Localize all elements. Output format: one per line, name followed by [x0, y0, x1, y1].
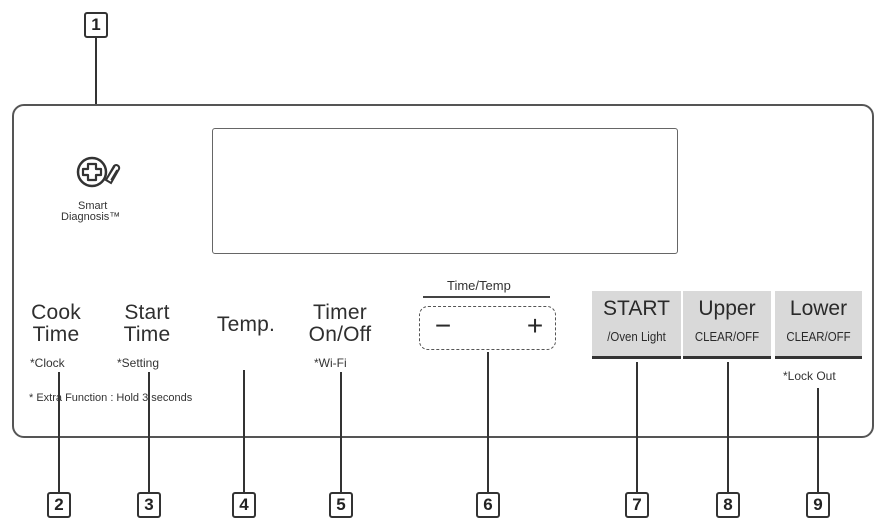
start-button[interactable]: START /Oven Light	[592, 291, 681, 359]
start-time-line2: Time	[123, 323, 171, 346]
upper-clear-off-button[interactable]: Upper CLEAR/OFF	[683, 291, 771, 359]
callout-7-leader	[636, 362, 638, 492]
start-time-button[interactable]: Start Time	[113, 302, 181, 346]
timer-line2: On/Off	[308, 323, 372, 346]
start-time-line1: Start	[124, 301, 170, 324]
minus-button[interactable]: −	[434, 310, 452, 341]
timer-line1: Timer	[313, 301, 367, 324]
upper-button-small: CLEAR/OFF	[694, 329, 760, 344]
smart-diagnosis-label-line2: Diagnosis™	[61, 211, 121, 223]
time-temp-label: Time/Temp	[447, 278, 511, 293]
cook-time-line1: Cook	[31, 301, 81, 324]
callout-1-leader	[95, 38, 97, 158]
callout-2: 2	[47, 492, 71, 518]
timer-sub: *Wi-Fi	[314, 356, 347, 370]
callout-9-leader	[817, 388, 819, 492]
lower-button-main: Lower	[789, 297, 848, 320]
smart-diagnosis-icon[interactable]	[68, 150, 128, 200]
callout-3: 3	[137, 492, 161, 518]
callout-8: 8	[716, 492, 740, 518]
start-button-main: START	[603, 297, 670, 320]
callout-4: 4	[232, 492, 256, 518]
callout-5: 5	[329, 492, 353, 518]
time-temp-underline	[423, 296, 550, 298]
start-button-small: /Oven Light	[607, 329, 666, 344]
callout-1: 1	[84, 12, 108, 38]
temp-button[interactable]: Temp.	[216, 313, 276, 336]
upper-button-main: Upper	[698, 297, 756, 320]
time-temp-pad	[419, 306, 556, 350]
cook-time-button[interactable]: Cook Time	[24, 302, 88, 346]
cook-time-sub: *Clock	[30, 356, 65, 370]
control-panel	[12, 104, 874, 438]
cook-time-line2: Time	[32, 323, 80, 346]
display-window	[212, 128, 678, 254]
callout-9: 9	[806, 492, 830, 518]
callout-8-leader	[727, 362, 729, 492]
start-time-sub: *Setting	[117, 356, 160, 370]
callout-7: 7	[625, 492, 649, 518]
lower-sub: *Lock Out	[783, 369, 836, 383]
timer-button[interactable]: Timer On/Off	[298, 302, 382, 346]
callout-6: 6	[476, 492, 500, 518]
callout-3-leader	[148, 372, 150, 492]
callout-5-leader	[340, 372, 342, 492]
callout-4-leader	[243, 370, 245, 492]
callout-6-leader	[487, 352, 489, 492]
plus-button[interactable]: +	[526, 310, 544, 341]
extra-function-note: * Extra Function : Hold 3 seconds	[29, 392, 193, 404]
lower-clear-off-button[interactable]: Lower CLEAR/OFF	[775, 291, 862, 359]
smart-diagnosis-label-line1: Smart	[78, 200, 108, 212]
callout-2-leader	[58, 372, 60, 492]
lower-button-small: CLEAR/OFF	[786, 329, 851, 344]
